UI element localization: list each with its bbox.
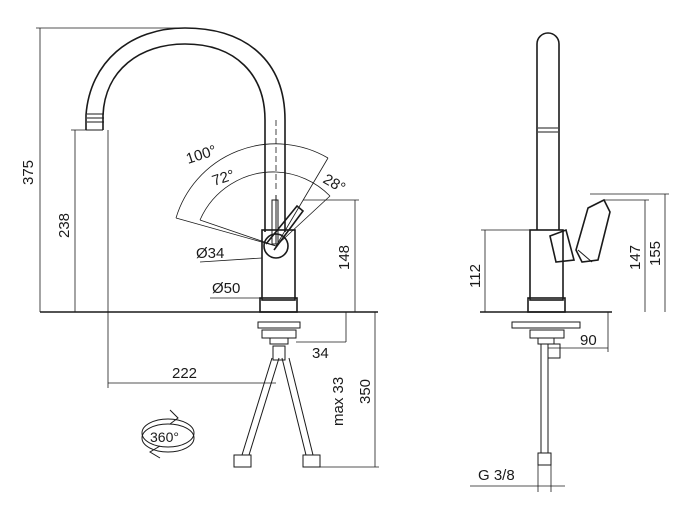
label-155: 155 bbox=[647, 241, 664, 266]
label-238: 238 bbox=[56, 213, 73, 238]
side-view: 112 147 155 90 G 3/8 bbox=[467, 32, 669, 492]
label-dia-50: Ø50 bbox=[212, 280, 240, 297]
label-angle-72: 72° bbox=[210, 167, 237, 190]
mounting-set bbox=[40, 311, 378, 468]
angle-indicators bbox=[175, 143, 331, 247]
mixer-body bbox=[259, 195, 305, 313]
label-max-33: max 33 bbox=[330, 377, 347, 426]
label-350: 350 bbox=[357, 379, 374, 404]
rotation-icon bbox=[141, 409, 195, 459]
label-148: 148 bbox=[336, 245, 353, 270]
side-mounting bbox=[480, 311, 612, 466]
side-body bbox=[527, 198, 611, 313]
label-222: 222 bbox=[172, 365, 197, 382]
front-dimension-lines bbox=[36, 27, 379, 468]
label-112: 112 bbox=[467, 264, 484, 288]
label-dia-34: Ø34 bbox=[196, 245, 224, 262]
label-34: 34 bbox=[312, 345, 329, 362]
spout bbox=[85, 27, 286, 232]
front-view: 375 238 222 100° 72° 28° Ø34 Ø50 148 34 … bbox=[20, 27, 379, 468]
label-g-3-8: G 3/8 bbox=[478, 467, 515, 484]
side-spout bbox=[536, 32, 560, 230]
side-dimension-lines bbox=[470, 193, 669, 492]
label-375: 375 bbox=[20, 160, 37, 185]
label-147: 147 bbox=[627, 245, 644, 270]
label-angle-28: 28° bbox=[320, 171, 348, 197]
label-90: 90 bbox=[580, 332, 597, 349]
label-360: 360° bbox=[150, 429, 179, 445]
